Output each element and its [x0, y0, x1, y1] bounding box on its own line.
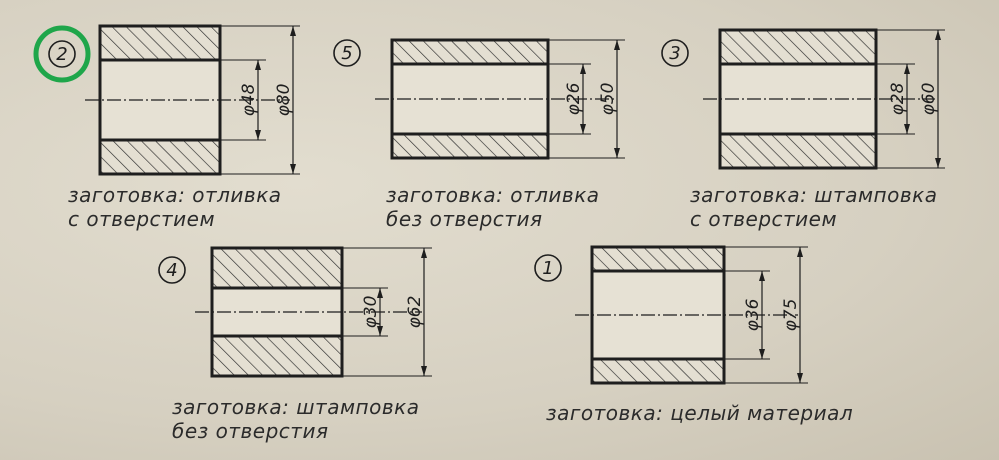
part-2-inner-dim-line-arrow-bottom	[255, 130, 261, 140]
part-3-inner-diameter-label: φ28	[888, 82, 908, 115]
part-5-inner-dim-line-arrow-bottom	[580, 124, 586, 134]
part-1-group: φ36 φ75 1	[534, 245, 808, 385]
caption-part-2-line-1: заготовка: отливка	[68, 183, 282, 207]
part-2-number-label: 2	[56, 44, 67, 65]
part-2-outer-dim-line-arrow-top	[290, 26, 296, 36]
part-5-number-label: 5	[341, 43, 352, 64]
part-3-bottom-wall	[718, 132, 878, 170]
caption-part-4-line-1: заготовка: штамповка	[172, 395, 420, 419]
part-3-number-circle	[661, 39, 689, 67]
caption-part-1-line-1: заготовка: целый материал	[546, 401, 854, 425]
part-3-outer-dim-line-arrow-top	[935, 30, 941, 40]
caption-part-5-line-1: заготовка: отливка	[386, 183, 600, 207]
caption-part-3-line-2: с отверстием	[690, 207, 838, 231]
part-4-number-circle	[158, 256, 186, 284]
part-1-outer-dim-line-arrow-bottom	[797, 373, 803, 383]
part-1-inner-dim-line-arrow-top	[759, 271, 765, 281]
part-2-inner-dim-line-arrow-top	[255, 60, 261, 70]
part-5-group: φ26 φ50 5	[333, 38, 625, 160]
part-5-outer-dim-line-arrow-bottom	[614, 148, 620, 158]
part-5-number-circle	[333, 39, 361, 67]
part-3-top-wall	[718, 28, 878, 66]
part-1-top-wall	[590, 245, 726, 273]
part-3-outer-diameter-label: φ60	[919, 83, 939, 116]
part-2-outer-diameter-label: φ80	[274, 84, 294, 117]
part-5-outer-diameter-label: φ50	[598, 83, 618, 116]
part-4-top-wall	[210, 246, 344, 290]
part-4-group: φ30 φ62 4	[158, 246, 432, 378]
part-5-outer-dim-line-arrow-top	[614, 40, 620, 50]
part-2-top-wall	[98, 24, 222, 62]
part-4-outer-dim-line-arrow-bottom	[421, 366, 427, 376]
part-2-inner-diameter-label: φ48	[239, 83, 259, 116]
part-1-inner-diameter-label: φ36	[743, 298, 763, 331]
part-5-top-wall	[390, 38, 550, 66]
part-1-outer-diameter-label: φ75	[781, 299, 801, 332]
part-4-inner-diameter-label: φ30	[361, 296, 381, 329]
part-2-number-circle	[48, 40, 76, 68]
part-1-inner-dim-line-arrow-bottom	[759, 349, 765, 359]
part-3-inner-dim-line-arrow-bottom	[904, 124, 910, 134]
part-5-bottom-wall	[390, 132, 550, 160]
part-1-number-label: 1	[542, 258, 553, 279]
part-1-outer-dim-line-arrow-top	[797, 247, 803, 257]
part-4-bottom-wall	[210, 334, 344, 378]
caption-part-2-line-2: с отверстием	[68, 207, 216, 231]
part-1-number-circle	[534, 254, 562, 282]
caption-part-4-line-2: без отверстия	[172, 419, 329, 443]
part-3-group: φ28 φ60 3	[661, 28, 945, 170]
part-3-inner-dim-line-arrow-top	[904, 64, 910, 74]
part-2-highlight-ring	[33, 25, 91, 83]
part-2-bottom-wall	[98, 138, 222, 176]
part-5-inner-dim-line-arrow-top	[580, 64, 586, 74]
part-4-outer-dim-line-arrow-top	[421, 248, 427, 258]
part-5-inner-diameter-label: φ26	[564, 82, 584, 115]
part-1-bottom-wall	[590, 357, 726, 385]
part-2-outer-dim-line-arrow-bottom	[290, 164, 296, 174]
part-3-outer-dim-line-arrow-bottom	[935, 158, 941, 168]
part-4-inner-dim-line-arrow-top	[377, 288, 383, 298]
part-4-inner-dim-line-arrow-bottom	[377, 326, 383, 336]
part-3-number-label: 3	[669, 43, 680, 64]
caption-part-5-line-2: без отверстия	[386, 207, 543, 231]
part-4-number-label: 4	[166, 260, 177, 281]
part-4-outer-diameter-label: φ62	[405, 296, 425, 329]
caption-part-3-line-1: заготовка: штамповка	[690, 183, 938, 207]
part-2-group: φ48 φ80 2	[33, 24, 300, 176]
